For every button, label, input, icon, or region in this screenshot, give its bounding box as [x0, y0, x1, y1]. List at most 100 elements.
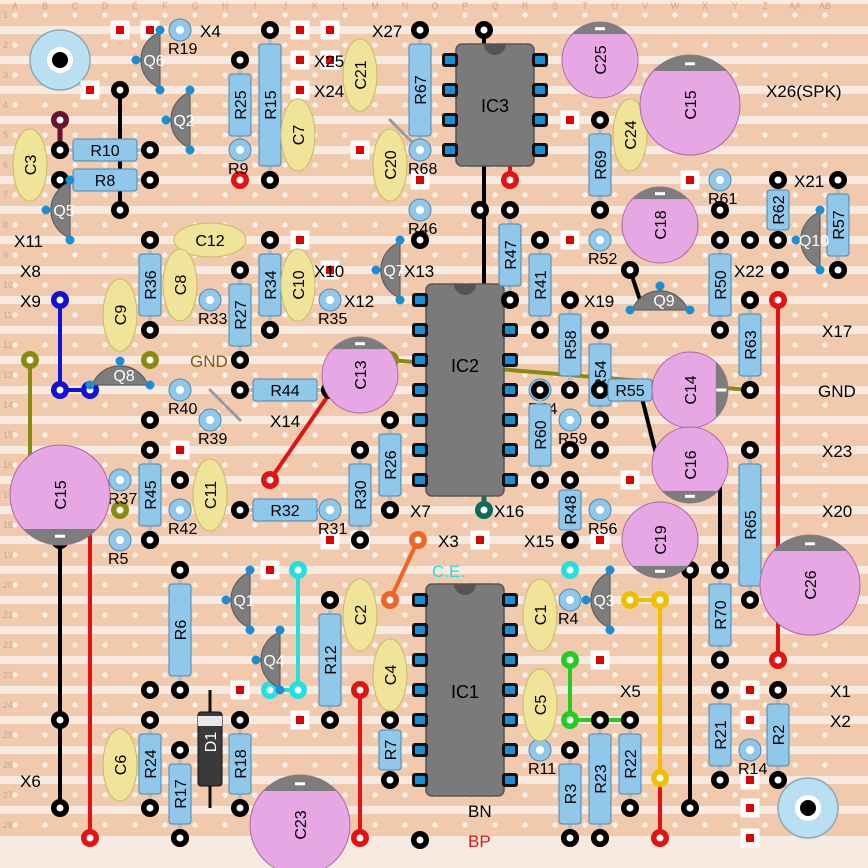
- resistor-r23[interactable]: R23: [588, 711, 612, 847]
- electrolytic-c13[interactable]: C13: [321, 336, 399, 414]
- electrolytic-c14[interactable]: C14: [651, 351, 729, 429]
- transistor-q7[interactable]: Q7: [366, 235, 405, 305]
- resistor-r33[interactable]: R33: [198, 288, 227, 328]
- resistor-r61[interactable]: R61: [708, 168, 737, 208]
- resistor-r65[interactable]: R65: [738, 441, 762, 609]
- electrolytic-c15b[interactable]: C15: [9, 444, 111, 546]
- resistor-r6[interactable]: R6: [168, 561, 192, 699]
- track-cut: [740, 680, 760, 700]
- resistor-r58[interactable]: R58: [558, 291, 582, 399]
- transistor-q3[interactable]: Q3: [576, 565, 615, 635]
- ceramic-cap-c2[interactable]: C2: [342, 578, 378, 652]
- resistor-r19[interactable]: R19: [168, 18, 197, 58]
- hole: [342, 732, 348, 738]
- resistor-r36[interactable]: R36: [138, 231, 162, 339]
- resistor-r22[interactable]: R22: [618, 711, 642, 817]
- resistor-r8[interactable]: R8: [51, 168, 159, 192]
- electrolytic-c16[interactable]: C16: [651, 426, 729, 504]
- ceramic-cap-c6[interactable]: C6: [102, 728, 138, 802]
- offboard-label-x20: X20: [822, 502, 852, 521]
- resistor-r70[interactable]: R70: [708, 561, 732, 669]
- resistor-r42[interactable]: R42: [168, 498, 197, 538]
- transistor-q5[interactable]: Q5: [36, 175, 75, 245]
- ceramic-cap-c24[interactable]: C24: [612, 98, 648, 172]
- resistor-r11[interactable]: R11: [528, 738, 556, 778]
- transistor-q1[interactable]: Q1: [216, 565, 255, 635]
- transistor-q9[interactable]: Q9: [625, 276, 695, 315]
- transistor-q4[interactable]: Q4: [246, 625, 285, 695]
- ceramic-cap-c1[interactable]: C1: [522, 578, 558, 652]
- resistor-r31[interactable]: R31: [318, 498, 347, 538]
- resistor-r69[interactable]: R69: [588, 111, 612, 219]
- diode-d1[interactable]: D1: [197, 690, 223, 808]
- transistor-q6[interactable]: Q6: [126, 25, 165, 95]
- ceramic-cap-c4[interactable]: C4: [372, 638, 408, 712]
- resistor-r35[interactable]: R35: [318, 288, 347, 328]
- resistor-r3[interactable]: R3: [558, 741, 582, 847]
- ceramic-cap-c10[interactable]: C10: [280, 248, 316, 322]
- resistor-r18[interactable]: R18: [228, 711, 252, 817]
- resistor-r68[interactable]: R68: [408, 138, 437, 178]
- resistor-r46[interactable]: R46: [408, 198, 437, 238]
- resistor-r56[interactable]: R56: [588, 498, 617, 538]
- ceramic-cap-c8[interactable]: C8: [162, 248, 198, 322]
- electrolytic-c19[interactable]: C19: [621, 501, 699, 579]
- resistor-r47[interactable]: R47: [498, 201, 522, 309]
- resistor-r39[interactable]: R39: [198, 408, 227, 448]
- resistor-r26[interactable]: R26: [378, 411, 402, 519]
- resistor-r60[interactable]: R60: [528, 381, 552, 489]
- resistor-r24[interactable]: R24: [138, 711, 162, 817]
- resistor-r48[interactable]: R48: [558, 471, 582, 549]
- ic2[interactable]: IC2: [425, 283, 505, 497]
- ceramic-cap-c20[interactable]: C20: [372, 128, 408, 202]
- resistor-r41[interactable]: R41: [528, 231, 552, 339]
- ceramic-cap-c11[interactable]: C11: [192, 458, 228, 532]
- transistor-q2[interactable]: Q2: [156, 85, 195, 155]
- electrolytic-c18[interactable]: C18: [621, 186, 699, 264]
- resistor-r5[interactable]: R5: [108, 528, 132, 568]
- resistor-r40[interactable]: R40: [168, 378, 197, 418]
- resistor-r52[interactable]: R52: [588, 228, 617, 268]
- transistor-q10[interactable]: Q10: [786, 205, 829, 275]
- electrolytic-c15a[interactable]: C15: [639, 54, 741, 156]
- resistor-r59[interactable]: R59: [558, 408, 587, 448]
- resistor-r21[interactable]: R21: [708, 681, 732, 789]
- hole: [12, 282, 18, 288]
- electrolytic-c23[interactable]: C23: [249, 774, 351, 868]
- resistor-r34[interactable]: R34: [258, 231, 282, 339]
- transistor-q8[interactable]: Q8: [85, 351, 155, 390]
- ceramic-cap-c12[interactable]: C12: [173, 222, 247, 258]
- resistor-r30[interactable]: R30: [348, 441, 372, 549]
- ceramic-cap-c5[interactable]: C5: [522, 668, 558, 742]
- hole: [732, 132, 738, 138]
- resistor-r50[interactable]: R50: [708, 231, 732, 339]
- hole: [312, 72, 318, 78]
- resistor-r57[interactable]: R57: [826, 171, 850, 279]
- ic3[interactable]: IC3: [455, 43, 535, 167]
- hole: [402, 402, 408, 408]
- resistor-r12[interactable]: R12: [318, 591, 342, 729]
- resistor-r14[interactable]: R14: [738, 738, 767, 778]
- electrolytic-c25[interactable]: C25: [561, 21, 639, 99]
- resistor-r9[interactable]: R9: [228, 138, 252, 178]
- resistor-r4[interactable]: R4: [558, 588, 582, 628]
- resistor-r27[interactable]: R27: [228, 261, 252, 369]
- ic1[interactable]: IC1: [425, 583, 505, 797]
- resistor-r37[interactable]: R37: [108, 468, 137, 508]
- ceramic-cap-c7[interactable]: C7: [280, 98, 316, 172]
- resistor-r10[interactable]: R10: [51, 138, 159, 162]
- ceramic-cap-c21[interactable]: C21: [342, 38, 378, 112]
- ceramic-cap-c3[interactable]: C3: [12, 128, 48, 202]
- hole: [72, 192, 78, 198]
- resistor-r63[interactable]: R63: [738, 291, 762, 399]
- resistor-r62[interactable]: R62: [766, 171, 790, 249]
- hole: [252, 12, 258, 18]
- resistor-r7[interactable]: R7: [378, 711, 402, 789]
- hole: [702, 282, 708, 288]
- resistor-r15[interactable]: R15: [258, 21, 282, 189]
- resistor-r45[interactable]: R45: [138, 441, 162, 549]
- electrolytic-c26[interactable]: C26: [759, 534, 861, 636]
- ceramic-cap-c9[interactable]: C9: [102, 278, 138, 352]
- resistor-r17[interactable]: R17: [168, 741, 192, 847]
- resistor-r2[interactable]: R2: [766, 681, 790, 789]
